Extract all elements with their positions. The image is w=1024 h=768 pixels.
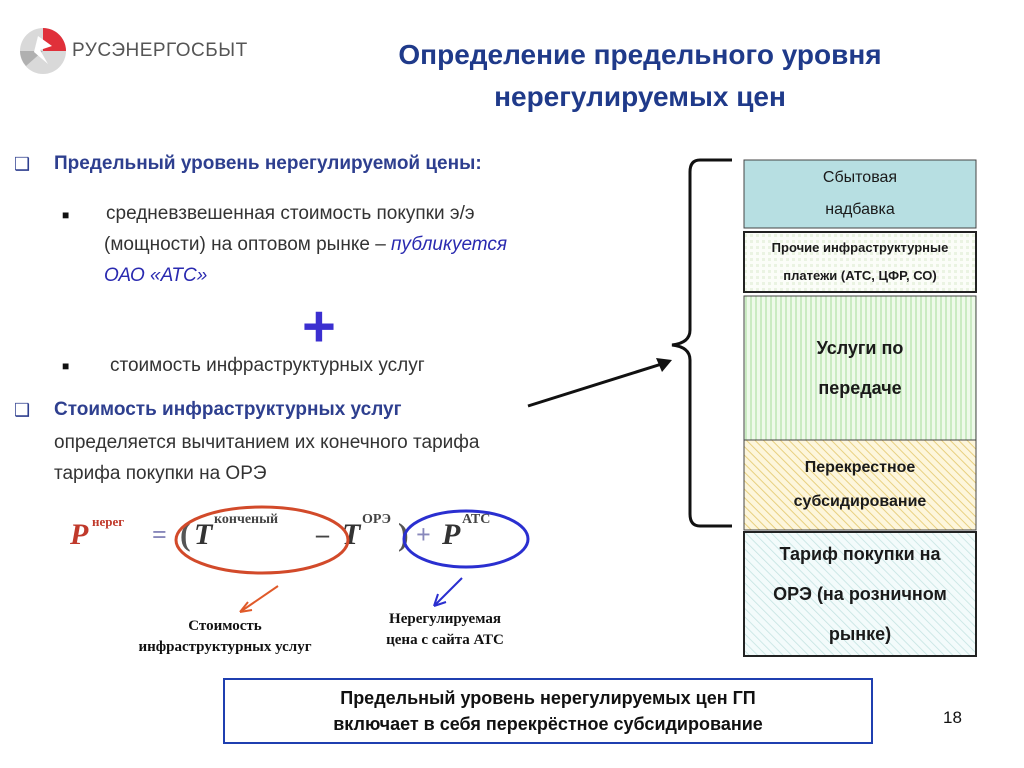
caption-ats-line-1: Нерегулируемая <box>389 611 501 627</box>
formula-t1: T <box>194 518 213 551</box>
bullet-1-line-3: ОАО «АТС» <box>104 265 208 286</box>
stack-item-transmission: Услуги по передаче <box>744 296 976 440</box>
stack-bg-infra <box>743 231 977 293</box>
formula-p2: P <box>442 518 461 551</box>
checkbox-bullet-icon: ❑ <box>14 400 31 420</box>
heading-price-level: Предельный уровень нерегулируемой цены: <box>54 153 482 174</box>
title-line-2: нерегулируемых цен <box>494 81 786 112</box>
curly-brace-bracket <box>671 158 732 528</box>
bullet-1-line-2: (мощности) на оптовом рынке – <box>104 234 392 255</box>
bullet-2-text: стоимость инфраструктурных услуг <box>110 355 425 376</box>
caption-ats-line-2: цена с сайта АТС <box>386 632 504 648</box>
bullet-1-italic: публикуется <box>391 234 508 255</box>
stack-item-markup-line-2: надбавка <box>825 201 895 218</box>
stack-item-infra: Прочие инфраструктурные платежи (АТС, ЦФ… <box>744 232 976 292</box>
page-title: Определение предельного уровня нерегулир… <box>330 34 950 118</box>
stack-item-cross-subsidy-line-2: субсидирование <box>793 493 927 510</box>
stack-item-ore-tariff-line-1: Тариф покупки на <box>779 544 941 564</box>
conclusion-line-1: Предельный уровень нерегулируемых цен ГП <box>340 688 756 708</box>
caption-infra-services: Стоимость инфраструктурных услуг <box>100 616 350 658</box>
checkbox-bullet-icon: ❑ <box>14 154 31 174</box>
formula-p: P <box>70 518 89 551</box>
stack-item-transmission-line-2: передаче <box>818 378 902 398</box>
caption-ats-price: Нерегулируемая цена с сайта АТС <box>350 609 540 651</box>
black-arrowhead-icon <box>656 358 672 372</box>
bullet-1-line-1: средневзвешенная стоимость покупки э/э <box>106 203 475 224</box>
stack-bg-cross-subsidy <box>743 439 977 531</box>
conclusion-line-2: включает в себя перекрёстное субсидирова… <box>333 714 763 734</box>
stack-bg-markup <box>743 159 977 229</box>
formula-p2-sup: АТС <box>462 512 491 527</box>
red-arrowhead-icon <box>239 601 253 613</box>
formula-t2-sup: ОРЭ <box>362 512 391 527</box>
stack-item-cross-subsidy-line-1: Перекрестное <box>804 459 916 476</box>
square-bullet-icon: ■ <box>62 208 70 222</box>
page-number: 18 <box>943 708 962 727</box>
heading-2-line-2: определяется вычитанием их конечного тар… <box>54 432 480 453</box>
formula-minus: – <box>316 520 329 549</box>
heading-infra-cost: Стоимость инфраструктурных услуг <box>54 399 402 420</box>
stack-item-transmission-line-1: Услуги по <box>816 338 904 358</box>
formula-t1-sup: конченый <box>214 512 279 527</box>
plus-sign: + <box>302 294 336 359</box>
stack-item-markup: Сбытовая надбавка <box>744 160 976 228</box>
blue-pointer-arrow <box>433 577 463 607</box>
formula-open: ( <box>180 516 191 552</box>
square-bullet-icon: ■ <box>62 359 70 373</box>
caption-infra-line-2: инфраструктурных услуг <box>138 639 312 655</box>
red-pointer-arrow <box>239 585 279 613</box>
stack-item-infra-line-2: платежи (АТС, ЦФР, СО) <box>783 268 937 283</box>
stack-item-markup-line-1: Сбытовая <box>822 169 898 186</box>
logo-text: РУСЭНЕРГОСБЫТ <box>72 40 248 61</box>
heading-2-line-3: тарифа покупки на ОРЭ <box>54 463 267 484</box>
stack-item-cross-subsidy: Перекрестное субсидирование <box>744 440 976 530</box>
stack-item-ore-tariff: Тариф покупки на ОРЭ (на розничном рынке… <box>744 532 976 656</box>
logo-emblem-icon <box>20 28 66 74</box>
stack-bg-transmission <box>743 295 977 441</box>
stack-item-ore-tariff-line-2: ОРЭ (на розничном <box>773 584 947 604</box>
stack-bg-ore-tariff <box>743 531 977 657</box>
blue-oval-highlight <box>402 509 530 569</box>
black-pointer-arrow <box>527 360 669 408</box>
stack-item-infra-line-1: Прочие инфраструктурные <box>771 240 949 255</box>
formula-p-sup: нерег <box>92 514 125 529</box>
stack-item-ore-tariff-line-3: рынке) <box>828 624 892 644</box>
formula-equals: = <box>152 520 167 549</box>
title-line-1: Определение предельного уровня <box>398 39 882 70</box>
company-logo <box>18 26 68 76</box>
bullet-1-line-2-block: (мощности) на оптовом рынке – публикуетс… <box>104 229 684 260</box>
conclusion-box: Предельный уровень нерегулируемых цен ГП… <box>223 678 873 744</box>
red-oval-highlight <box>174 505 350 575</box>
price-formula: P нерег = ( T конченый – T ОРЭ ) + P АТС <box>70 512 540 566</box>
caption-infra-line-1: Стоимость <box>188 618 262 634</box>
formula-plus: + <box>416 520 431 549</box>
blue-arrowhead-icon <box>433 593 447 607</box>
bullet-1-text: средневзвешенная стоимость покупки э/э <box>106 198 666 229</box>
